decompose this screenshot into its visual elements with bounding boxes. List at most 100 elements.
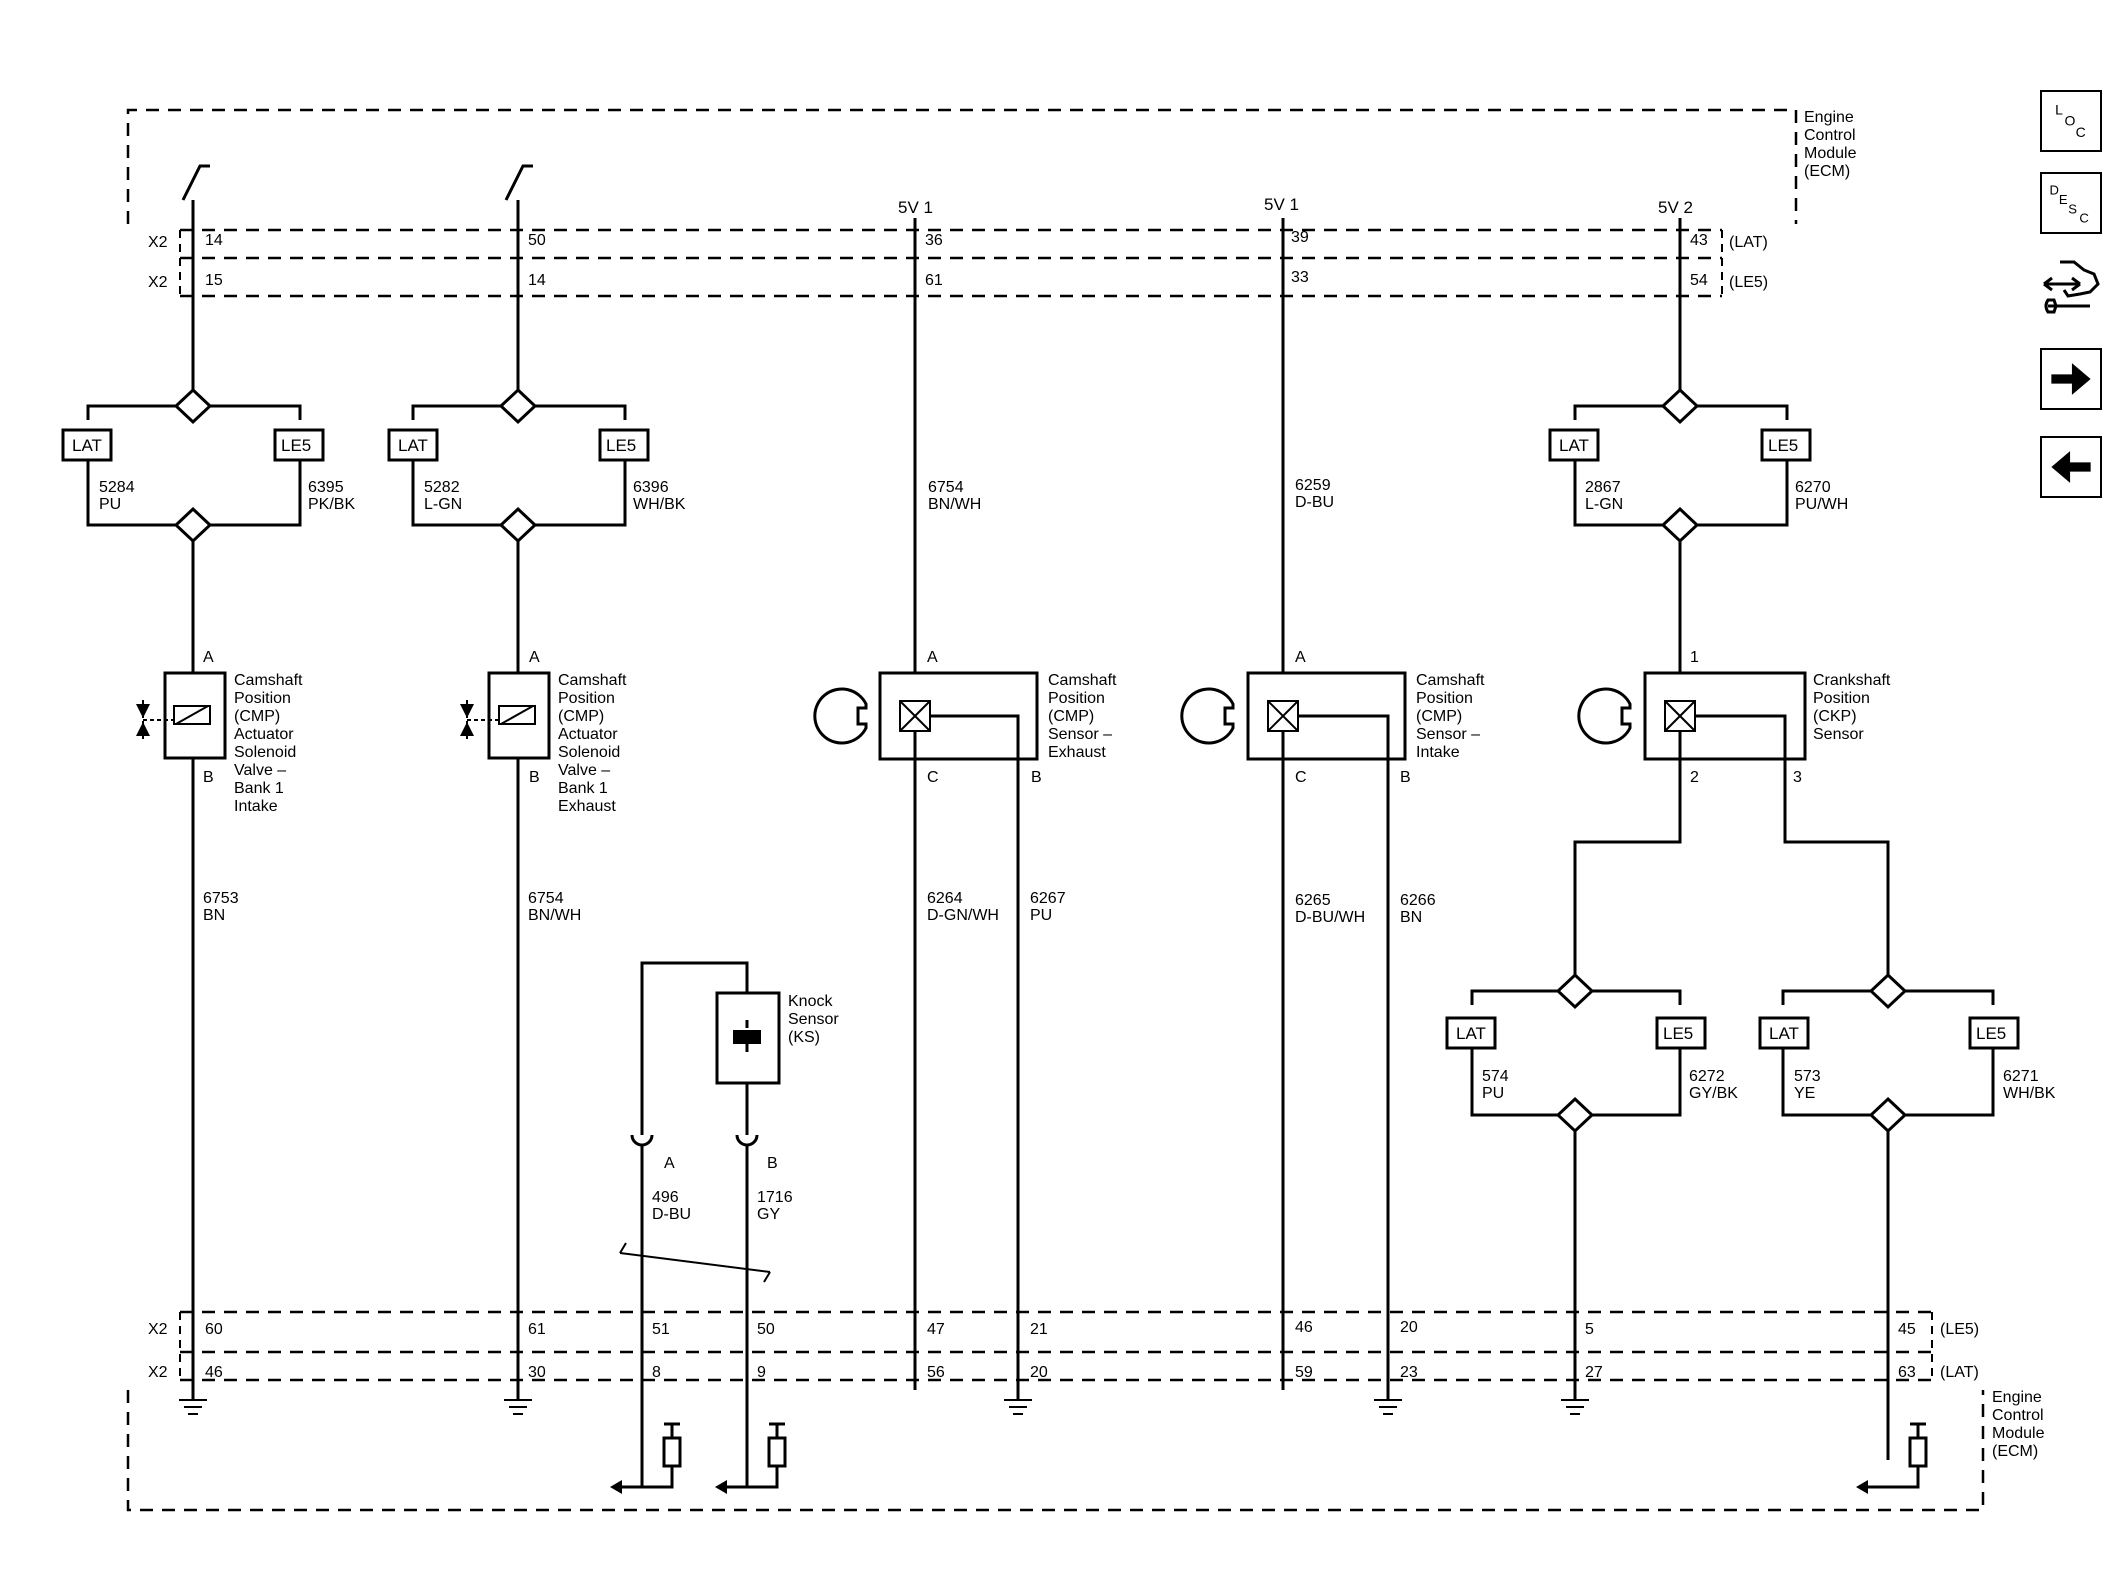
diagram-text: BN/WH <box>928 496 981 513</box>
svg-text:D: D <box>2049 183 2058 198</box>
next-page-button[interactable] <box>2040 348 2102 410</box>
diagram-text: 2867 <box>1585 479 1621 496</box>
component-label-knock-sensor: Knock Sensor (KS) <box>788 993 839 1046</box>
location-icon: L O C <box>2055 101 2086 140</box>
diagram-text: LE5 <box>1663 1024 1693 1043</box>
diagram-text: 59 <box>1295 1364 1313 1381</box>
lat-label-bottom: (LAT) <box>1940 1364 1979 1381</box>
splice-tag-lat-c1 <box>61 428 113 462</box>
diagram-text: 51 <box>652 1321 670 1338</box>
diagram-text: YE <box>1794 1085 1815 1102</box>
location-button[interactable]: L O C <box>2040 90 2102 152</box>
pin-label-ckp-3: 3 <box>1793 769 1802 786</box>
diagram-text: Bank 1 <box>558 780 608 797</box>
diagram-text: Camshaft <box>234 672 303 689</box>
svg-text:O: O <box>2064 113 2075 129</box>
supply-label-5v1-a: 5V 1 <box>898 198 933 217</box>
diagram-text: 47 <box>927 1321 945 1338</box>
diagram-text: 15 <box>205 272 223 289</box>
diagram-text: 14 <box>205 232 223 249</box>
diagram-text: 6754 <box>528 890 564 907</box>
diagram-text: Bank 1 <box>234 780 284 797</box>
diagram-text: 6753 <box>203 890 239 907</box>
wire-labels-c1-lower: 6753 BN <box>203 890 239 924</box>
top-pin-numbers: 14 50 36 39 43 15 14 61 33 54 <box>205 229 1708 289</box>
diagram-text: 14 <box>528 272 546 289</box>
component-label-cmp-actuator-intake: Camshaft Position (CMP) Actuator Solenoi… <box>234 672 303 815</box>
diagram-text: Sensor – <box>1416 726 1480 743</box>
diagram-text: 6396 <box>633 479 669 496</box>
pin-label-ckp-1: 1 <box>1690 649 1699 666</box>
diagram-text: 46 <box>1295 1319 1313 1336</box>
diagram-text: 6264 <box>927 890 963 907</box>
splice-tag-le5-ckp2 <box>1655 1016 1707 1050</box>
bottom-pin-numbers-lat: 46 30 8 9 56 20 59 23 27 63 <box>205 1364 1916 1381</box>
diagram-text: 45 <box>1898 1321 1916 1338</box>
x2-label-top-lat: X2 <box>148 234 168 251</box>
circuit-cmp-sensor-exhaust <box>813 218 1039 1415</box>
component-label-cmp-sensor-intake: Camshaft Position (CMP) Sensor – Intake <box>1416 672 1485 761</box>
diagram-text: (CMP) <box>558 708 604 725</box>
wire-labels-c5-top: 2867 L-GN 6270 PU/WH <box>1585 479 1848 513</box>
previous-page-button[interactable] <box>2040 436 2102 498</box>
diagram-text: 27 <box>1585 1364 1603 1381</box>
svg-text:C: C <box>2076 124 2086 140</box>
wire-labels-c3-top: 6754 BN/WH <box>928 479 981 513</box>
circuit-cmp-actuator-intake <box>86 200 302 1415</box>
wire-labels-c4-top: 6259 D-BU <box>1295 477 1334 511</box>
pin-label-c4-a: A <box>1295 649 1306 666</box>
diagram-text: Exhaust <box>558 798 616 815</box>
diagram-text: 6267 <box>1030 890 1066 907</box>
pin-label-c4-b: B <box>1400 769 1411 786</box>
connector-tools-button[interactable] <box>2040 256 2102 328</box>
diagram-text: (ECM) <box>1992 1443 2038 1460</box>
diagram-text: Camshaft <box>558 672 627 689</box>
diagram-text: 54 <box>1690 272 1708 289</box>
ecm-driver-switch-1 <box>181 164 210 201</box>
ecm-bottom-boundary <box>126 1390 1985 1512</box>
diagram-text: Solenoid <box>558 744 620 761</box>
diagram-text: LE5 <box>606 436 636 455</box>
diagram-text: Position <box>234 690 291 707</box>
diagram-text: 8 <box>652 1364 661 1381</box>
diagram-text: (CMP) <box>1416 708 1462 725</box>
diagram-text: WH/BK <box>633 496 686 513</box>
diagram-text: LE5 <box>1768 436 1798 455</box>
diagram-text: (CMP) <box>234 708 280 725</box>
diagram-text: PU <box>99 496 121 513</box>
diagram-text: Control <box>1804 127 1856 144</box>
pin-label-ckp-2: 2 <box>1690 769 1699 786</box>
diagram-text: 6266 <box>1400 892 1436 909</box>
diagram-text: Intake <box>1416 744 1460 761</box>
diagram-text: 50 <box>757 1321 775 1338</box>
x2-bottom-connector-rows <box>179 1310 1933 1382</box>
x2-label-top-le5: X2 <box>148 274 168 291</box>
diagram-text: LAT <box>1456 1024 1486 1043</box>
diagram-text: 6265 <box>1295 892 1331 909</box>
diagram-text: 6395 <box>308 479 344 496</box>
wire-labels-ks: 496 D-BU 1716 GY <box>652 1189 793 1223</box>
diagram-text: 573 <box>1794 1068 1821 1085</box>
diagram-text: 60 <box>205 1321 223 1338</box>
diagram-text: Valve – <box>558 762 610 779</box>
diagram-text: 5282 <box>424 479 460 496</box>
component-label-cmp-sensor-exhaust: Camshaft Position (CMP) Sensor – Exhaust <box>1048 672 1117 761</box>
pin-label-ks-a: A <box>664 1155 675 1172</box>
component-label-cmp-actuator-exhaust: Camshaft Position (CMP) Actuator Solenoi… <box>558 672 627 815</box>
wire-labels-c2-top: 5282 L-GN 6396 WH/BK <box>424 479 686 513</box>
pin-label-c1-b: B <box>203 769 214 786</box>
diagram-text: D-BU <box>1295 494 1334 511</box>
diagram-text: PU/WH <box>1795 496 1848 513</box>
supply-label-5v2: 5V 2 <box>1658 198 1693 217</box>
wire-labels-ckp-lower: 574 PU 6272 GY/BK 573 YE 6271 WH/BK <box>1482 1068 2056 1102</box>
diagram-text: 39 <box>1291 229 1309 246</box>
diagram-text: 496 <box>652 1189 679 1206</box>
component-label-ckp-sensor: Crankshaft Position (CKP) Sensor <box>1813 672 1891 743</box>
diagram-text: Camshaft <box>1416 672 1485 689</box>
diagram-text: Engine <box>1992 1389 2042 1406</box>
description-button[interactable]: D E S C <box>2040 172 2102 234</box>
splice-tag-lat-c5 <box>1548 428 1600 462</box>
le5-label-bottom: (LE5) <box>1940 1321 1979 1338</box>
splice-tag-le5-c5 <box>1760 428 1812 462</box>
pin-label-c3-b: B <box>1031 769 1042 786</box>
